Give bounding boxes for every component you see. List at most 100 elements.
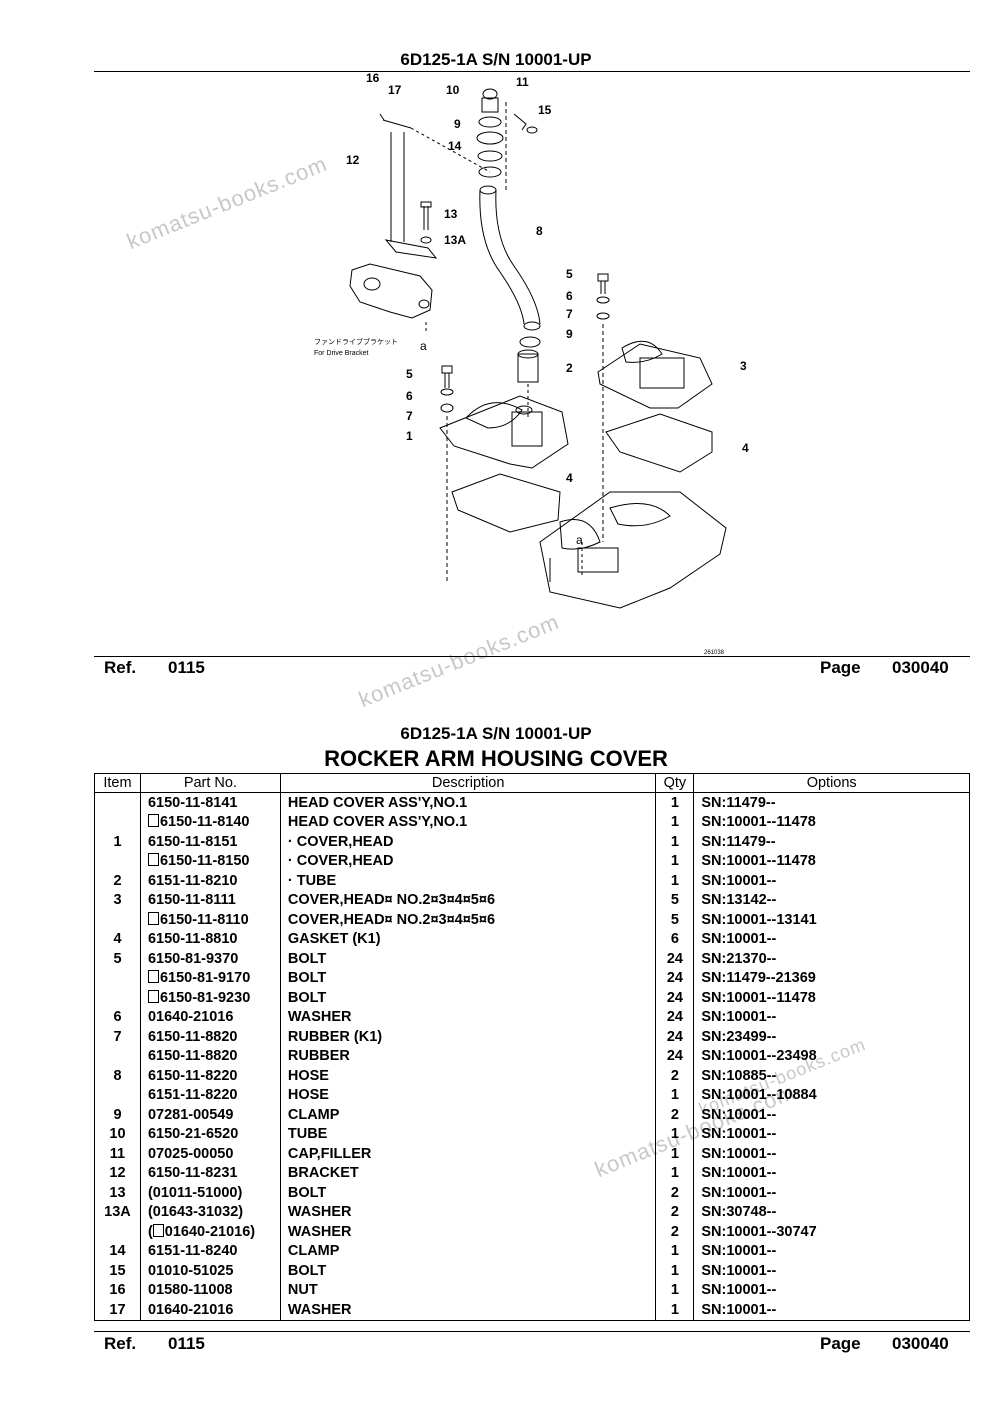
svg-text:6: 6: [406, 389, 413, 403]
part-number: 01640-21016): [164, 1223, 256, 1240]
part-number: 01640-21016: [147, 1009, 234, 1026]
description-cell: BOLT: [279, 1183, 657, 1203]
options-cell: SN:10001--10884: [693, 1085, 970, 1105]
svg-text:1: 1: [406, 429, 413, 443]
part-number: 6151-11-8240: [147, 1243, 238, 1260]
options-cell: SN:10001--: [693, 1163, 970, 1183]
part-number-cell: 6150-81-9230: [139, 988, 281, 1008]
options-cell: SN:10001--: [693, 929, 970, 949]
part-number: 6150-81-9230: [159, 989, 251, 1006]
part-number-cell: 6150-11-8220: [139, 1066, 281, 1086]
item-cell: 15: [94, 1261, 141, 1281]
svg-text:ファンドライブブラケット: ファンドライブブラケット: [314, 337, 398, 346]
part-number-cell: 6150-11-8820: [139, 1027, 281, 1047]
footer-rule: [94, 656, 970, 657]
item-cell: 2: [94, 871, 141, 891]
options-cell: SN:10001--30747: [693, 1222, 970, 1242]
description-cell: WASHER: [279, 1300, 657, 1321]
svg-text:16: 16: [366, 72, 380, 85]
description-cell: · TUBE: [279, 871, 657, 891]
qty-cell: 1: [655, 851, 695, 871]
svg-text:13: 13: [444, 207, 458, 221]
svg-text:10: 10: [446, 83, 460, 97]
svg-text:7: 7: [406, 409, 413, 423]
qty-cell: 24: [655, 988, 695, 1008]
part-number-cell: 6150-81-9370: [139, 949, 281, 969]
qty-cell: 1: [655, 1280, 695, 1300]
column-header-part-no: Part No.: [139, 773, 281, 793]
part-number: 01640-21016: [147, 1302, 234, 1318]
description-cell: GASKET (K1): [279, 929, 657, 949]
part-number-cell: 01580-11008: [139, 1280, 281, 1300]
svg-text:6: 6: [566, 289, 573, 303]
qty-cell: 24: [655, 1046, 695, 1066]
part-number: (01643-31032): [147, 1204, 244, 1221]
svg-text:17: 17: [388, 83, 402, 97]
part-number-cell: (01640-21016): [139, 1222, 281, 1242]
options-cell: SN:11479--: [693, 792, 970, 813]
item-cell: 6: [94, 1007, 141, 1027]
description-cell: WASHER: [279, 1222, 657, 1242]
qty-cell: 24: [655, 1007, 695, 1027]
column-header-qty: Qty: [655, 773, 695, 793]
page-value: 030040: [892, 1334, 949, 1353]
part-number-cell: 6150-11-8231: [139, 1163, 281, 1183]
description-cell: RUBBER: [279, 1046, 657, 1066]
description-cell: HOSE: [279, 1085, 657, 1105]
qty-cell: 1: [655, 1163, 695, 1183]
options-cell: SN:10001--: [693, 1105, 970, 1125]
qty-cell: 2: [655, 1105, 695, 1125]
qty-cell: 2: [655, 1183, 695, 1203]
qty-cell: 1: [655, 792, 695, 813]
options-cell: SN:10001--11478: [693, 851, 970, 871]
header-rule: [94, 71, 970, 72]
parts-page-header: 6D125-1A S/N 10001-UP: [400, 724, 592, 743]
options-cell: SN:10001--: [693, 1280, 970, 1300]
options-cell: SN:10001--: [693, 1124, 970, 1144]
svg-text:15: 15: [538, 103, 552, 117]
part-number-cell: 07281-00549: [139, 1105, 281, 1125]
svg-text:8: 8: [536, 224, 543, 238]
options-cell: SN:23499--: [693, 1027, 970, 1047]
options-cell: SN:10001--: [693, 871, 970, 891]
svg-text:4: 4: [742, 441, 749, 455]
description-cell: HEAD COVER ASS'Y,NO.1: [279, 812, 657, 832]
item-cell: 17: [94, 1300, 141, 1321]
parts-table: Item Part No. Description Qty Options 61…: [94, 773, 970, 1321]
item-cell: 3: [94, 890, 141, 910]
options-cell: SN:10001--: [693, 1241, 970, 1261]
svg-text:7: 7: [566, 307, 573, 321]
part-number: 6150-11-8141: [147, 794, 238, 811]
item-cell: [94, 792, 141, 813]
description-cell: HEAD COVER ASS'Y,NO.1: [279, 792, 657, 813]
part-number-cell: 6150-11-8110: [139, 910, 281, 930]
part-number-cell: (01011-51000): [139, 1183, 281, 1203]
part-number: 6150-81-9170: [159, 970, 251, 987]
svg-text:12: 12: [346, 153, 360, 167]
svg-text:For Drive Bracket: For Drive Bracket: [314, 350, 369, 357]
item-cell: 1: [94, 832, 141, 852]
part-number: 6150-11-8820: [147, 1048, 238, 1065]
part-number-cell: 6151-11-8210: [139, 871, 281, 891]
options-cell: SN:10885--: [693, 1066, 970, 1086]
part-number: 6150-81-9370: [147, 950, 239, 967]
item-cell: 12: [94, 1163, 141, 1183]
item-cell: 10: [94, 1124, 141, 1144]
page-label: Page: [820, 1334, 861, 1353]
part-number-cell: 6150-11-8151: [139, 832, 281, 852]
svg-text:9: 9: [454, 117, 461, 131]
qty-cell: 1: [655, 1124, 695, 1144]
